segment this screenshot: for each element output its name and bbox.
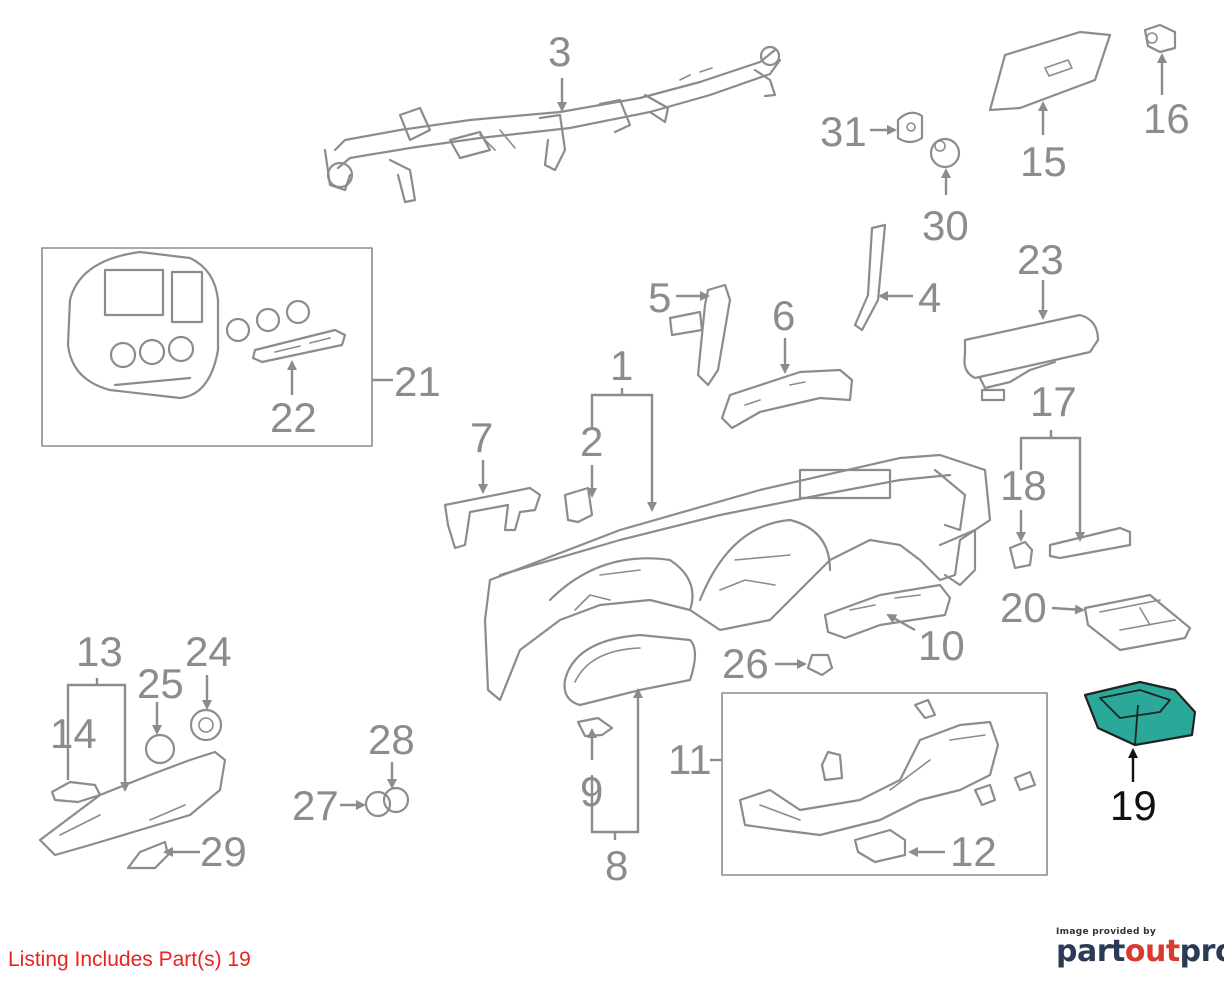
clip-part-26 (806, 653, 834, 677)
clip-part-16 (1143, 23, 1177, 54)
cluster-finish-part-8 (563, 633, 697, 707)
trim-part-22 (251, 328, 347, 364)
airbag-part-23 (963, 313, 1100, 402)
callout-6: 6 (772, 292, 795, 339)
callout-12: 12 (950, 828, 997, 875)
switch-part-27 (364, 790, 392, 818)
bezel-assembly-box (41, 247, 373, 447)
image-credit: Image provided by partoutpro (1056, 927, 1224, 969)
callout-23: 23 (1017, 236, 1064, 283)
lower-panel-part-11 (738, 698, 1037, 837)
callout-labels: 3 31 30 15 16 23 4 5 6 21 22 1 17 7 2 18… (50, 28, 1190, 889)
bracket-part-12 (853, 828, 907, 864)
callout-21: 21 (394, 358, 441, 405)
callout-25: 25 (137, 660, 184, 707)
bracket-part-4 (853, 223, 887, 332)
logo-pro-text: pro (1179, 934, 1224, 969)
callout-31: 31 (820, 108, 867, 155)
bracket-part-2 (563, 486, 594, 524)
reinforcement-bar-part-3 (323, 45, 782, 204)
panel-part-14 (50, 780, 102, 804)
listing-note: Listing Includes Part(s) 19 (8, 948, 251, 971)
callout-22: 22 (270, 394, 317, 441)
callout-4: 4 (918, 274, 941, 321)
callout-10: 10 (918, 622, 965, 669)
callout-20: 20 (1000, 584, 1047, 631)
partoutpro-logo: partoutpro (1056, 934, 1224, 969)
clip-part-9 (576, 716, 614, 738)
cover-part-29 (126, 840, 170, 870)
callout-9: 9 (580, 768, 603, 815)
knob-part-30 (929, 137, 961, 169)
callout-2: 2 (580, 418, 603, 465)
callout-13: 13 (76, 628, 123, 675)
switch-part-31 (896, 111, 924, 144)
brace-part-7 (443, 486, 542, 550)
callout-16: 16 (1143, 95, 1190, 142)
logo-part-text: part (1056, 934, 1125, 969)
center-bezel-part-21 (66, 250, 311, 400)
switch-part-28 (382, 786, 410, 814)
panel-part-17 (1048, 526, 1132, 560)
lower-panel-box (721, 692, 1048, 876)
provided-by-text: Image provided by (1056, 927, 1157, 937)
callout-30: 30 (922, 202, 969, 249)
highlighted-part-19 (1083, 680, 1197, 747)
leader-lines (66, 53, 1167, 857)
bracket-part-5 (668, 283, 732, 387)
lower-trim-part-13 (38, 750, 227, 857)
callout-28: 28 (368, 716, 415, 763)
duct-part-10 (823, 583, 952, 640)
bracket-part-20 (1083, 593, 1192, 652)
callout-5: 5 (648, 274, 671, 321)
callout-24: 24 (185, 628, 232, 675)
callout-15: 15 (1020, 138, 1067, 185)
switch-part-25 (144, 733, 176, 765)
callout-11: 11 (668, 736, 712, 783)
logo-out-text: out (1124, 934, 1180, 969)
cap-part-18 (1008, 540, 1034, 570)
callout-18: 18 (1000, 462, 1047, 509)
glovebox-door-part-15 (988, 30, 1112, 112)
switch-part-24 (189, 708, 223, 742)
callout-19-highlighted: 19 (1110, 782, 1157, 829)
callout-26: 26 (722, 640, 769, 687)
brace-part-6 (720, 368, 854, 430)
callout-1: 1 (610, 342, 633, 389)
callout-27: 27 (292, 782, 339, 829)
instrument-panel-part-1 (483, 453, 992, 702)
callout-17: 17 (1030, 378, 1077, 425)
callout-3: 3 (548, 28, 571, 75)
callout-14: 14 (50, 710, 97, 757)
callout-7: 7 (470, 414, 493, 461)
callout-8: 8 (605, 842, 628, 889)
callout-29: 29 (200, 828, 247, 875)
